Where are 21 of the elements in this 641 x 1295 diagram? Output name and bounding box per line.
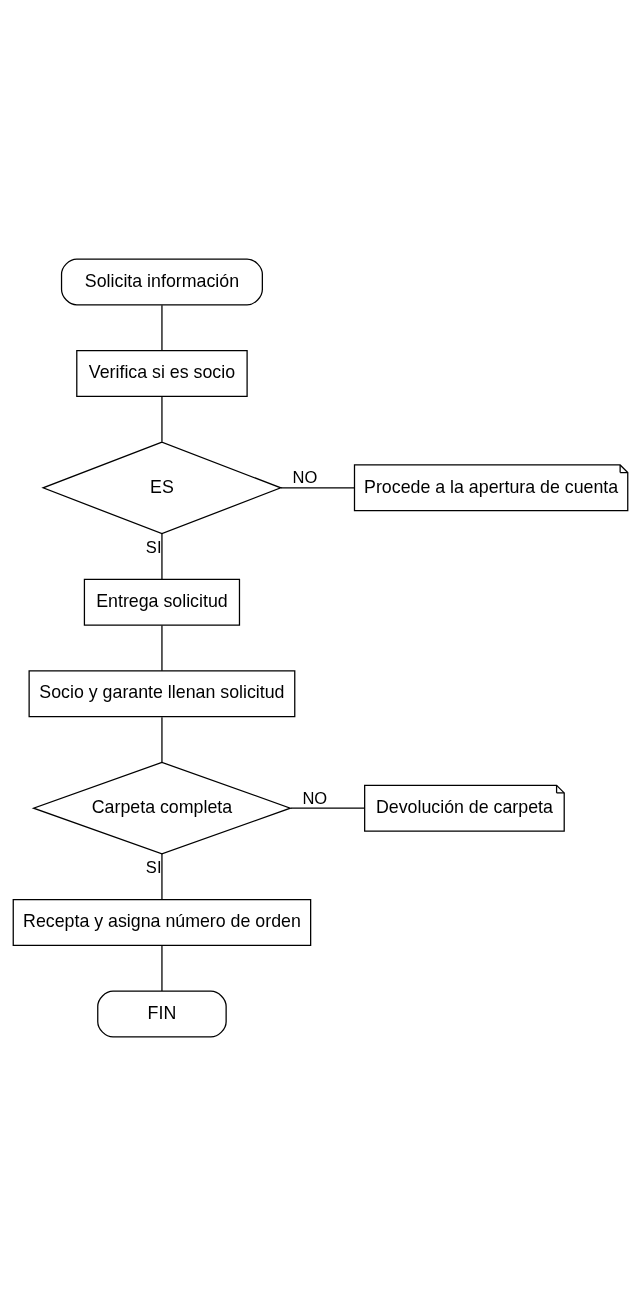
node-diamond: ES bbox=[41, 440, 283, 534]
connector bbox=[161, 395, 163, 442]
edge-label: SI bbox=[145, 857, 162, 877]
node-diamond: Carpeta completa bbox=[31, 761, 293, 855]
edge-label: NO bbox=[292, 467, 318, 487]
node-box: Entrega solicitud bbox=[83, 578, 241, 626]
node-box: Solicita información bbox=[60, 257, 263, 305]
node-box: Recepta y asigna número de orden bbox=[12, 898, 312, 946]
node-box: Socio y garante llenan solicitud bbox=[28, 669, 296, 717]
connector bbox=[161, 852, 163, 900]
connector bbox=[161, 716, 163, 763]
edge-label: NO bbox=[302, 788, 328, 808]
connector bbox=[161, 624, 163, 671]
node-box: FIN bbox=[97, 990, 227, 1038]
connector bbox=[161, 532, 163, 580]
connector bbox=[290, 807, 365, 809]
node-box: Verifica si es socio bbox=[76, 349, 248, 397]
connector bbox=[280, 486, 355, 488]
connector bbox=[161, 944, 163, 992]
connector bbox=[161, 304, 163, 351]
edge-label: SI bbox=[145, 537, 162, 557]
